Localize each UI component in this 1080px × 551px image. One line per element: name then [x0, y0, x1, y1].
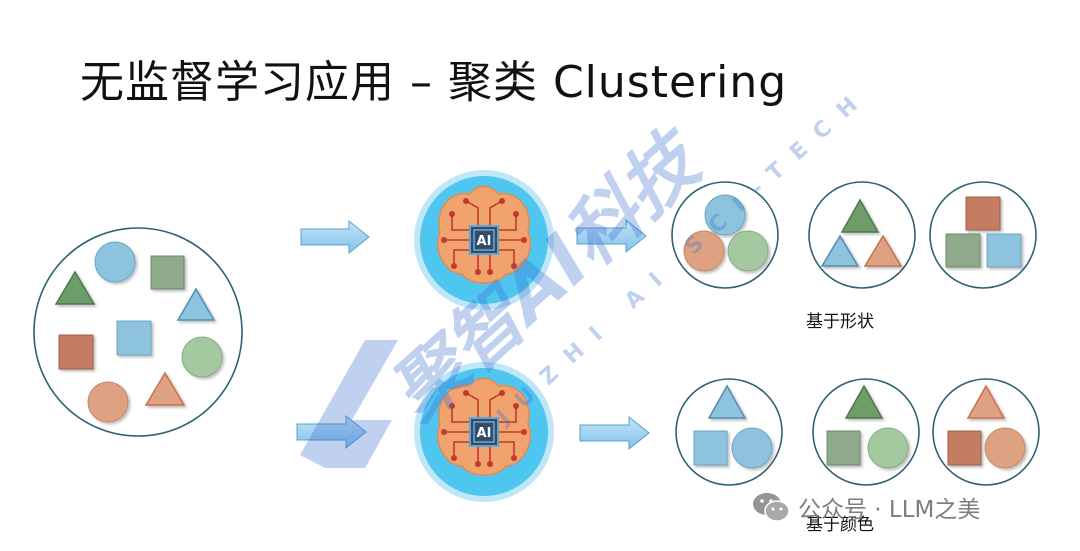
ai-brain-icon-bottom: AI — [414, 362, 554, 502]
arrow-right-top-2 — [576, 218, 647, 254]
blue-triangle — [820, 234, 860, 267]
salmon-triangle — [966, 384, 1006, 419]
input-dataset-group — [33, 227, 243, 437]
red-square — [58, 334, 94, 370]
ai-chip-label-top: AI — [477, 234, 492, 249]
red-square — [965, 196, 1001, 231]
salmon-triangle — [863, 234, 903, 267]
arrow-right-top-1 — [300, 219, 370, 255]
watermark-account: 公众号 · LLM之美 — [752, 490, 980, 524]
caption-by-color: 基于颜色 — [806, 515, 874, 535]
cluster-triangle-outline — [808, 181, 916, 289]
slide-title: 无监督学习应用 – 聚类 Clustering — [80, 57, 788, 108]
arrow-right-bottom-1 — [296, 414, 367, 450]
cluster-green — [812, 378, 920, 486]
blue-square — [116, 320, 152, 356]
wechat-icon — [753, 493, 790, 522]
blue-circle — [94, 241, 136, 283]
green-triangle — [54, 270, 96, 305]
ai-brain-icon-top: AI — [414, 170, 554, 310]
red-square — [947, 430, 982, 466]
watermark-logo: 聚智AI科技 JUZHI AI SCI-TECH — [300, 82, 874, 468]
blue-triangle — [707, 384, 747, 419]
blue-triangle — [176, 287, 216, 321]
arrow-right-bottom-2 — [579, 415, 650, 451]
green-square — [826, 430, 861, 466]
ai-chip-label-bottom: AI — [477, 426, 492, 441]
green-square — [945, 233, 981, 268]
cluster-triangles — [808, 181, 916, 289]
blue-circle — [704, 194, 746, 236]
blue-square — [986, 233, 1022, 268]
cluster-circles — [671, 181, 779, 289]
green-triangle — [840, 198, 880, 233]
salmon-circle — [87, 381, 129, 423]
cluster-blue — [675, 378, 783, 486]
green-triangle — [844, 384, 884, 419]
caption-by-shape: 基于形状 — [806, 312, 874, 332]
cluster-red — [932, 378, 1040, 486]
blue-circle — [731, 427, 773, 469]
cluster-squares — [929, 181, 1037, 289]
watermark-mark-icon — [300, 340, 398, 468]
green-circle — [867, 427, 909, 469]
green-circle — [727, 230, 769, 272]
salmon-triangle — [144, 371, 186, 406]
green-square — [150, 255, 185, 290]
salmon-circle — [984, 427, 1026, 469]
salmon-circle — [683, 230, 725, 272]
blue-square — [693, 430, 728, 466]
green-circle — [181, 336, 223, 378]
arrows — [296, 218, 650, 451]
watermark-account-text: 公众号 · LLM之美 — [798, 497, 981, 523]
